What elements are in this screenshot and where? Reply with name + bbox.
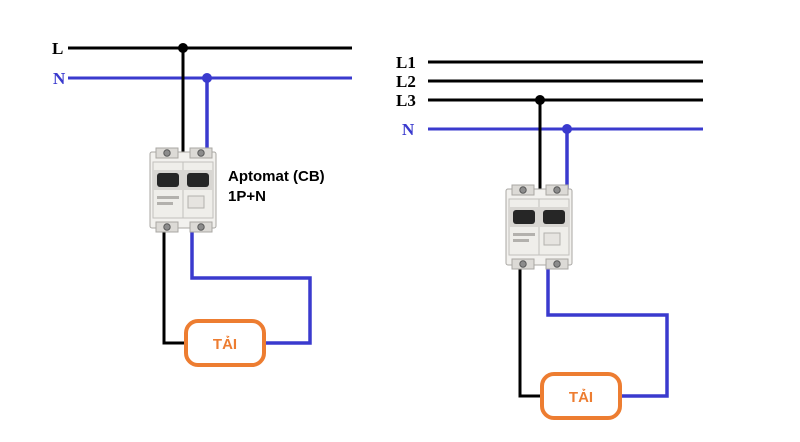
neutral-label-n: N — [53, 69, 66, 88]
right-circuit: L1 L2 L3 N — [396, 53, 703, 420]
load-wire-phase — [162, 225, 186, 345]
terminal-screw — [197, 149, 205, 157]
terminal-screw — [163, 223, 171, 231]
load-wire-neutral — [546, 262, 669, 398]
load-wire-phase — [518, 262, 542, 398]
phase-label-l1: L1 — [396, 53, 416, 72]
breaker-toggle — [513, 210, 535, 224]
load-wire-neutral — [190, 225, 312, 345]
breaker-toggle — [543, 210, 565, 224]
terminal-screw — [519, 260, 527, 268]
load-label: TẢI — [569, 389, 593, 406]
phase-label-l2: L2 — [396, 72, 416, 91]
neutral-label-n: N — [402, 120, 415, 139]
faceplate-marking — [157, 202, 173, 205]
breaker-annotation-line1: Aptomat (CB) — [228, 168, 325, 185]
terminal-screw — [519, 186, 527, 194]
terminal-screw — [163, 149, 171, 157]
breaker-annotation-line2: 1P+N — [228, 188, 266, 205]
faceplate-marking — [157, 196, 179, 199]
faceplate-marking — [513, 233, 535, 236]
load-box — [540, 372, 622, 420]
phase-label-l: L — [52, 39, 63, 58]
phase-label-l3: L3 — [396, 91, 416, 110]
circuit-breaker — [505, 184, 573, 270]
load-box — [184, 319, 266, 367]
circuit-breaker — [149, 147, 217, 233]
terminal-screw — [197, 223, 205, 231]
faceplate-marking — [513, 239, 529, 242]
terminal-screw — [553, 260, 561, 268]
load-label: TẢI — [213, 336, 237, 353]
faceplate-window — [543, 232, 561, 246]
terminal-screw — [553, 186, 561, 194]
breaker-toggle — [157, 173, 179, 187]
breaker-toggle — [187, 173, 209, 187]
faceplate-window — [187, 195, 205, 209]
left-circuit: L N — [52, 39, 352, 367]
